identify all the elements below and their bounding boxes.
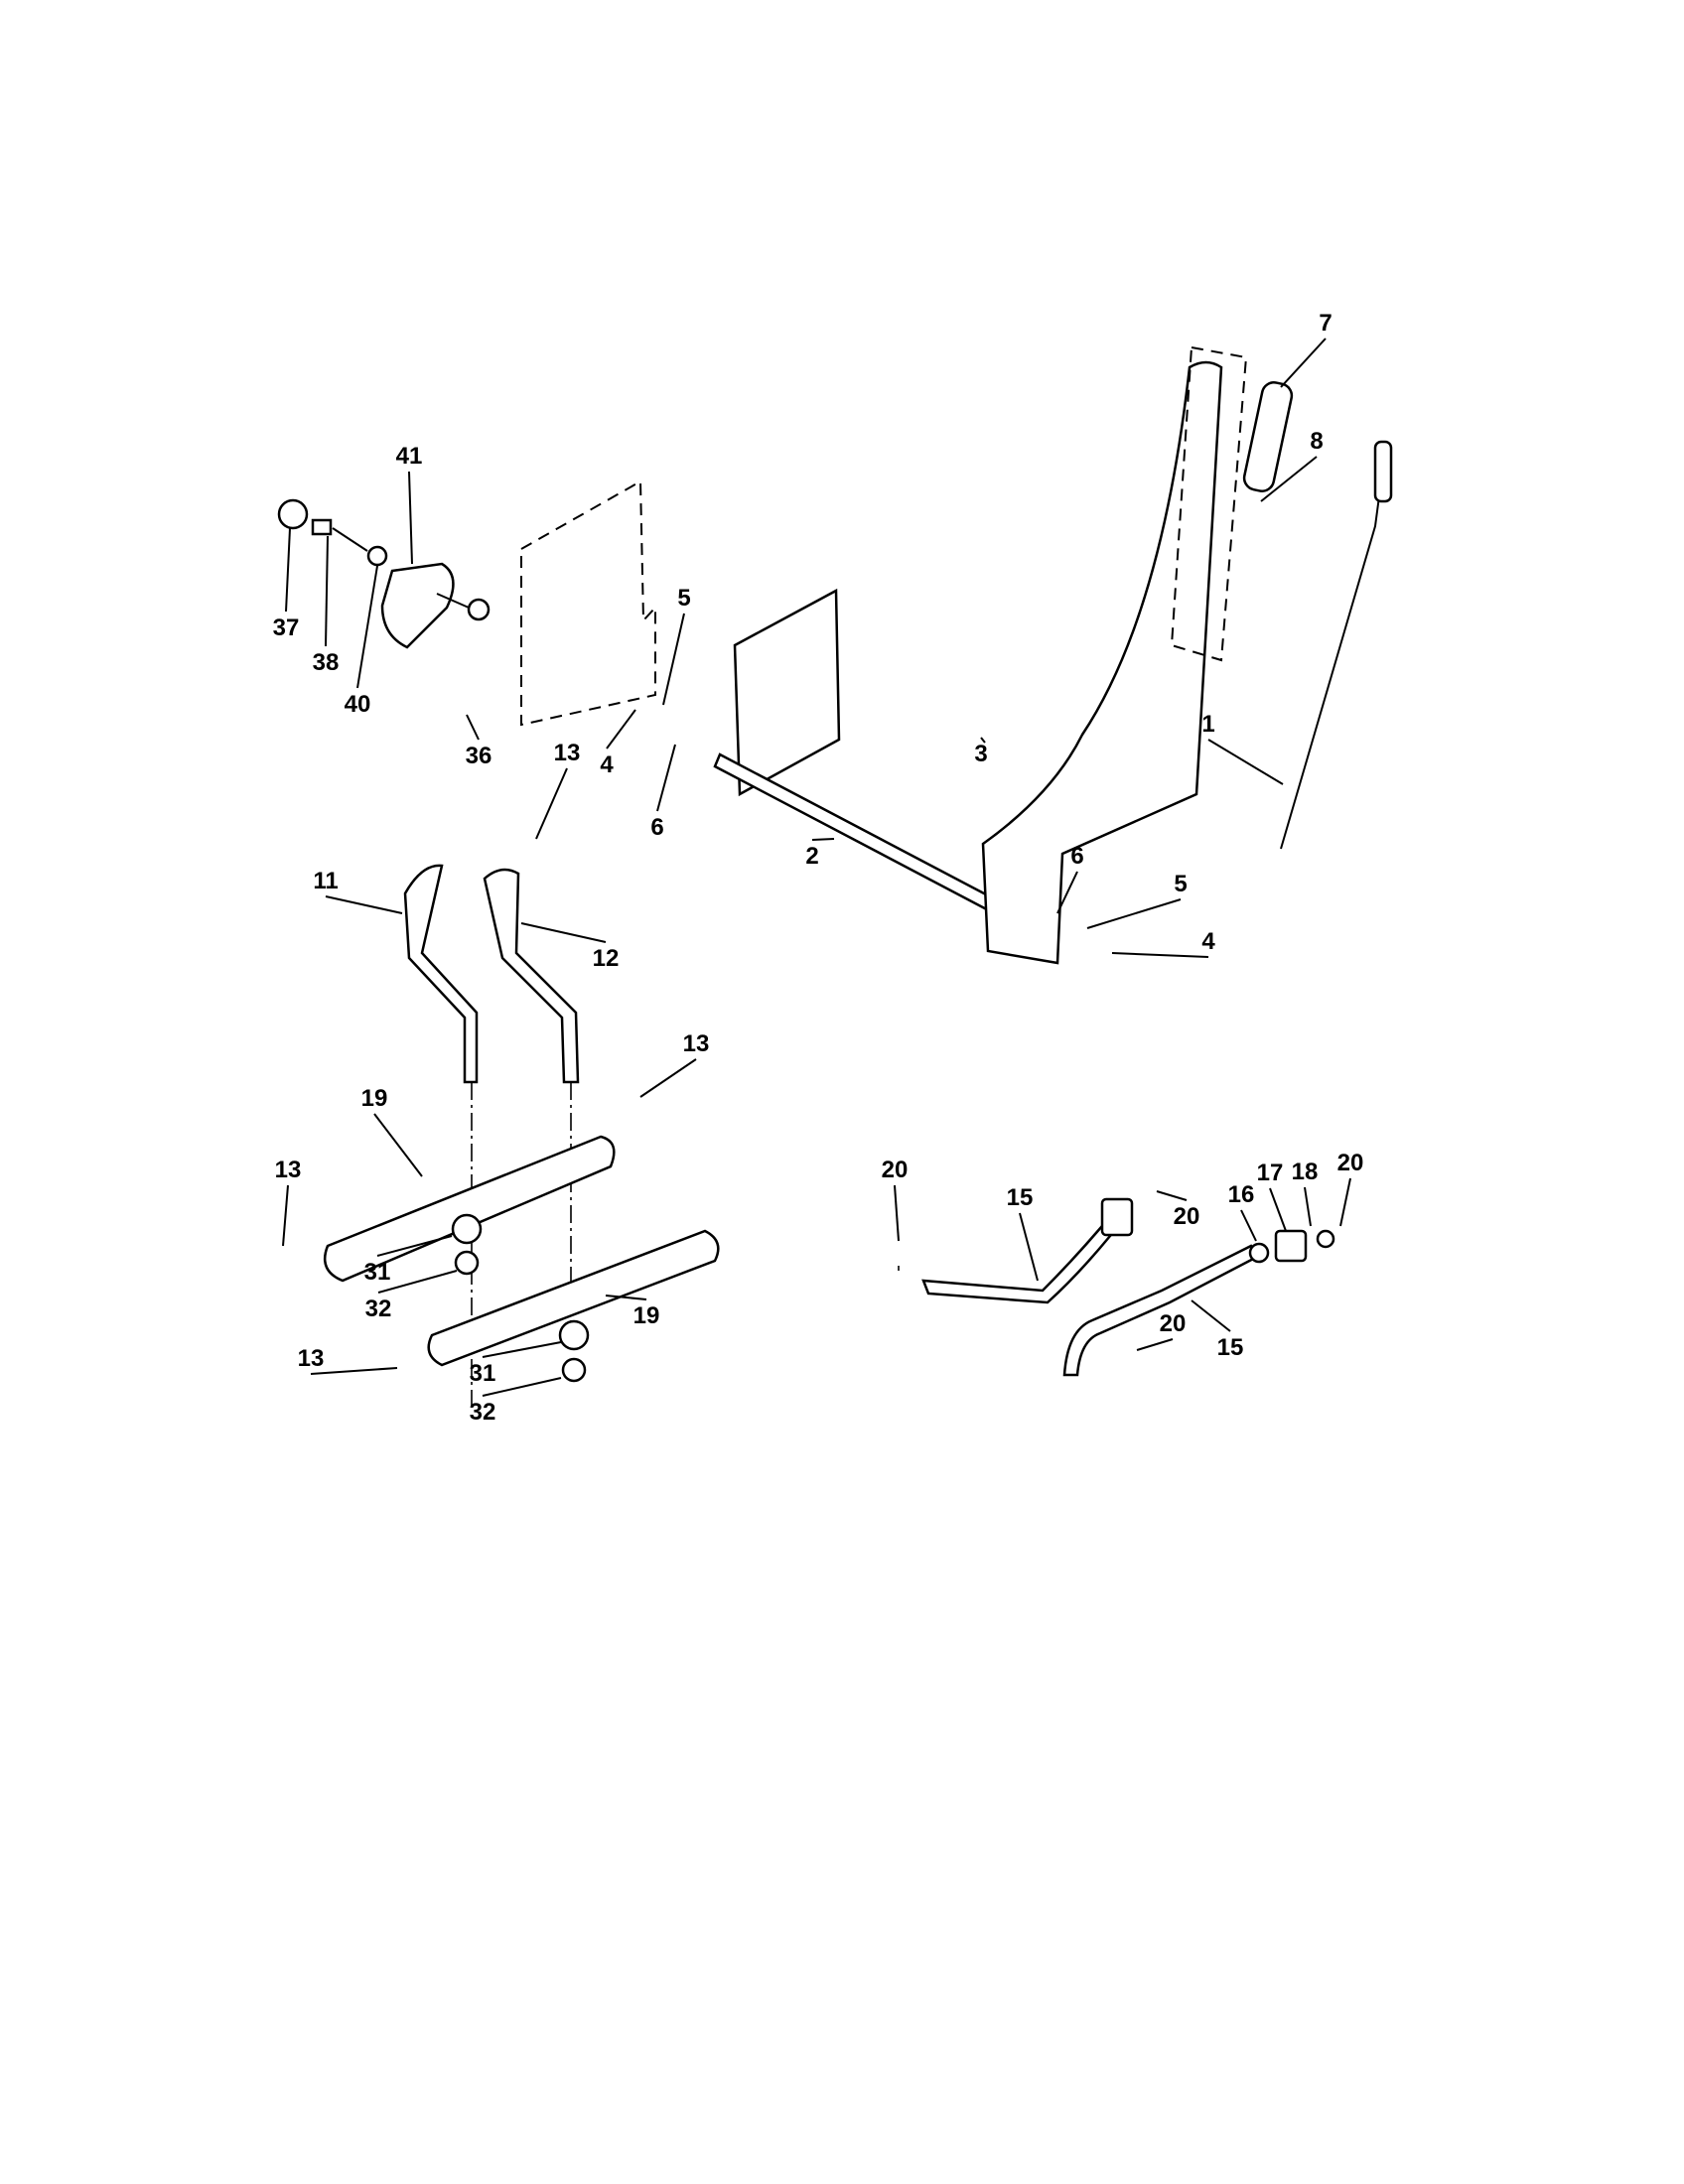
callout-8: 8: [1310, 428, 1323, 455]
callout-7: 7: [1319, 310, 1332, 337]
callout-32: 32: [365, 1296, 392, 1322]
leader-line: [606, 709, 636, 750]
callout-11: 11: [313, 868, 338, 894]
callout-5: 5: [1174, 871, 1187, 897]
leader-line: [894, 1184, 900, 1242]
leader-line: [373, 1113, 423, 1177]
callout-15: 15: [1007, 1184, 1034, 1211]
callout-19: 19: [633, 1302, 660, 1329]
knob-part: [277, 498, 491, 649]
callout-4: 4: [600, 751, 614, 778]
leader-line: [811, 838, 835, 841]
callout-5: 5: [677, 585, 690, 612]
leader-line: [1260, 456, 1318, 502]
leader-line: [285, 527, 291, 613]
leader-line: [1280, 338, 1327, 388]
callout-17: 17: [1257, 1160, 1284, 1186]
adjustment-link-upper: [921, 1224, 1112, 1304]
leader-line: [520, 922, 607, 943]
leader-line: [980, 737, 986, 744]
leader-line: [656, 744, 676, 812]
leader-line: [1191, 1299, 1231, 1332]
callout-38: 38: [313, 649, 340, 676]
leader-line: [408, 471, 413, 565]
cable: [1280, 451, 1386, 850]
leader-line: [1136, 1338, 1174, 1351]
callout-32: 32: [470, 1399, 496, 1426]
callout-15: 15: [1217, 1334, 1244, 1361]
leader-line: [482, 1341, 562, 1358]
leader-line: [466, 714, 480, 741]
callout-leaders: [282, 338, 1351, 1397]
callout-13: 13: [683, 1030, 710, 1057]
callout-2: 2: [805, 843, 818, 870]
leader-line: [325, 895, 403, 914]
callout-20: 20: [1174, 1203, 1200, 1230]
callout-6: 6: [650, 814, 663, 841]
callout-31: 31: [364, 1259, 391, 1286]
leader-line: [1019, 1212, 1039, 1282]
leader-line: [482, 1377, 562, 1397]
leader-line: [356, 565, 378, 689]
leader-line: [1304, 1186, 1312, 1227]
leader-line: [662, 613, 685, 706]
lift-arm-upper: [323, 1135, 616, 1283]
cross-shaft: [713, 752, 1005, 917]
callout-41: 41: [396, 443, 423, 470]
leader-line: [1240, 1209, 1257, 1242]
callout-13: 13: [298, 1345, 325, 1372]
callout-20: 20: [1160, 1310, 1187, 1337]
leader-line: [377, 1270, 458, 1294]
mounting-bracket: [733, 588, 841, 797]
lift-link-12: [483, 868, 580, 1084]
leader-line: [1339, 1177, 1351, 1227]
callout-16: 16: [1228, 1181, 1255, 1208]
lift-handle: [981, 360, 1223, 965]
leader-line: [1156, 1190, 1188, 1201]
callout-36: 36: [466, 743, 492, 769]
callout-13: 13: [275, 1157, 302, 1183]
leader-line: [1269, 1187, 1287, 1232]
callout-13: 13: [554, 740, 581, 766]
leader-line: [605, 1295, 647, 1300]
callout-4: 4: [1201, 928, 1215, 955]
callout-31: 31: [470, 1360, 496, 1387]
callout-6: 6: [1070, 843, 1083, 870]
leader-line: [376, 1235, 453, 1257]
leader-line: [310, 1367, 398, 1375]
lift-arm-lower: [427, 1229, 720, 1367]
leader-line: [325, 535, 329, 647]
callout-12: 12: [593, 945, 620, 972]
callout-3: 3: [974, 741, 987, 767]
leader-line: [535, 767, 568, 840]
handle-grip: [1242, 381, 1294, 492]
leader-line: [1207, 739, 1284, 785]
callout-20: 20: [1337, 1150, 1364, 1176]
leader-line: [639, 1058, 697, 1098]
callout-1: 1: [1201, 711, 1214, 738]
leader-line: [1086, 898, 1182, 929]
callout-40: 40: [345, 691, 371, 718]
lift-link-11: [403, 864, 479, 1084]
dashed-mounting-panel: [520, 479, 656, 727]
leader-line: [1111, 952, 1209, 958]
callout-20: 20: [882, 1157, 909, 1183]
callout-37: 37: [273, 614, 300, 641]
callout-19: 19: [361, 1085, 388, 1112]
callout-18: 18: [1292, 1159, 1319, 1185]
leader-line: [282, 1184, 289, 1247]
leader-line: [1056, 871, 1078, 914]
